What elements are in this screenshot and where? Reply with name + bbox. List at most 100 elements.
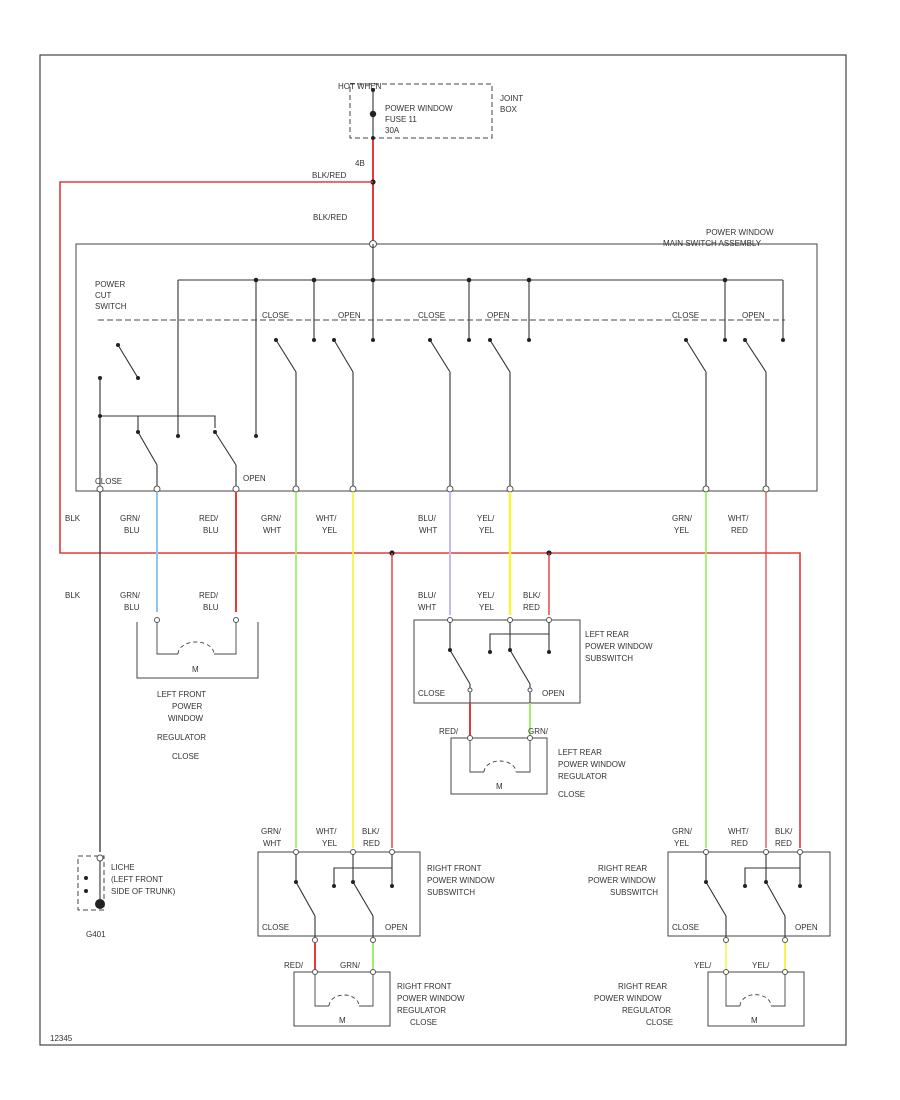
- lf-close-label: CLOSE: [95, 477, 122, 486]
- rf-sub-label-3: SUBSWITCH: [427, 888, 475, 897]
- rf-sub-wire-1a: GRN/: [261, 827, 282, 836]
- power-cut-label-3: SWITCH: [95, 302, 127, 311]
- rr-reg-motor: M: [751, 1016, 758, 1025]
- rr-sub-wire-2b: RED: [731, 839, 748, 848]
- lr-motor-symbol: [483, 760, 517, 773]
- wire-label-grn-blu-2: BLU: [124, 526, 140, 535]
- lf-wire-label-2a: RED/: [199, 591, 219, 600]
- rf-sub-label-2: POWER WINDOW: [427, 876, 495, 885]
- wire-label-grn-yel-2: YEL: [674, 526, 690, 535]
- rf-sub-wire-2b: YEL: [322, 839, 338, 848]
- ground-id: G401: [86, 930, 106, 939]
- lr-sub-wire-2a: YEL/: [477, 591, 495, 600]
- lr-sub-wire-1b: WHT: [418, 603, 436, 612]
- rr-reg-label-2: POWER WINDOW: [594, 994, 662, 1003]
- left-rear-regulator: RED/ GRN/ M LEFT REAR POWER WINDOW REGUL…: [439, 727, 626, 799]
- rr-reg-wire-1: YEL/: [694, 961, 712, 970]
- rr-sub-label-1: RIGHT REAR: [598, 864, 647, 873]
- rf-sub-wire-1b: WHT: [263, 839, 281, 848]
- rf-sub-open: OPEN: [385, 923, 408, 932]
- rf-reg-label-1: RIGHT FRONT: [397, 982, 452, 991]
- wire-label-red-blu-2: BLU: [203, 526, 219, 535]
- main-switch-title-1: POWER WINDOW: [706, 228, 774, 237]
- fuse-hot-label: HOT WHEN: [338, 82, 382, 91]
- joint-box-label-1: JOINT: [500, 94, 523, 103]
- main-switch-assembly: POWER WINDOW MAIN SWITCH ASSEMBLY POWER …: [75, 228, 818, 493]
- lr-sub-wire-2b: YEL: [479, 603, 495, 612]
- lf-wire-label-1b: BLU: [124, 603, 140, 612]
- wire-label-blk-red-mid: BLK/RED: [313, 213, 347, 222]
- wire-label-wht-red-1: WHT/: [728, 514, 749, 523]
- footer-code: 12345: [50, 1034, 73, 1043]
- rf-reg-wire-2: GRN/: [340, 961, 361, 970]
- lf-open-label: OPEN: [243, 474, 266, 483]
- left-rear-subswitch: BLU/ WHT YEL/ YEL BLK/ RED CLOSE OPEN LE…: [413, 591, 653, 712]
- wire-label-red-blu-1: RED/: [199, 514, 219, 523]
- joint-box: HOT WHEN POWER WINDOW FUSE 11 30A JOINT …: [338, 82, 523, 168]
- lr-reg-label-1: LEFT REAR: [558, 748, 602, 757]
- wire-labels: BLK GRN/ BLU RED/ BLU GRN/ WHT WHT/ YEL …: [65, 514, 749, 600]
- lr-sub-close: CLOSE: [418, 689, 445, 698]
- lf-wire-label-2b: BLU: [203, 603, 219, 612]
- lf-wire-label-1a: GRN/: [120, 591, 141, 600]
- rr-sub-wire-1a: GRN/: [672, 827, 693, 836]
- rf-sub-wire-3a: BLK/: [362, 827, 380, 836]
- rr-sub-wire-3a: BLK/: [775, 827, 793, 836]
- rr-close-label: CLOSE: [672, 311, 699, 320]
- lr-reg-motor: M: [496, 782, 503, 791]
- rr-sub-wire-1b: YEL: [674, 839, 690, 848]
- lr-reg-label-2: POWER WINDOW: [558, 760, 626, 769]
- power-cut-label-2: CUT: [95, 291, 112, 300]
- lr-reg-wire-1: RED/: [439, 727, 459, 736]
- wire-label-blk-red-top: BLK/RED: [312, 171, 346, 180]
- wire-label-wht-yel-2: YEL: [322, 526, 338, 535]
- ground-g401: LICHE (LEFT FRONT SIDE OF TRUNK) G401: [77, 854, 176, 939]
- lr-reg-label-3: REGULATOR: [558, 772, 607, 781]
- wire-label-blu-wht-2: WHT: [419, 526, 437, 535]
- lf-motor-label: M: [192, 665, 199, 674]
- rr-motor-symbol: [739, 994, 772, 1007]
- power-cut-switch: [117, 344, 139, 379]
- wire-label-blk-1: BLK: [65, 514, 81, 523]
- wire-label-wht-yel-1: WHT/: [316, 514, 337, 523]
- wire-label-grn-wht-1: GRN/: [261, 514, 282, 523]
- ground-label-3: SIDE OF TRUNK): [111, 887, 176, 896]
- rr-sub-wire-3b: RED: [775, 839, 792, 848]
- rf-reg-label-2: POWER WINDOW: [397, 994, 465, 1003]
- lf-label-4: REGULATOR: [157, 733, 206, 742]
- lf-motor-symbol: [177, 641, 215, 655]
- wire-label-blu-wht-1: BLU/: [418, 514, 437, 523]
- wire-label-grn-wht-2: WHT: [263, 526, 281, 535]
- fuse-label-3: 30A: [385, 126, 400, 135]
- rf-reg-label-4: CLOSE: [410, 1018, 437, 1027]
- rr-open-label: OPEN: [742, 311, 765, 320]
- lr-sub-open: OPEN: [542, 689, 565, 698]
- rf-motor-symbol: [328, 994, 360, 1007]
- rf-open-label: OPEN: [338, 311, 361, 320]
- joint-box-label-2: BOX: [500, 105, 518, 114]
- ground-label-1: LICHE: [111, 863, 135, 872]
- rr-reg-wire-2: YEL/: [752, 961, 770, 970]
- lr-sub-label-1: LEFT REAR: [585, 630, 629, 639]
- wire-label-grn-yel-1: GRN/: [672, 514, 693, 523]
- power-bus-wire: [59, 181, 801, 848]
- fuse-symbol: [369, 110, 377, 118]
- lr-close-label: CLOSE: [418, 311, 445, 320]
- rf-close-label: CLOSE: [262, 311, 289, 320]
- lr-sub-label-3: SUBSWITCH: [585, 654, 633, 663]
- fuse-label-2: FUSE 11: [385, 115, 417, 124]
- lf-label-5: CLOSE: [172, 752, 199, 761]
- rr-reg-label-4: CLOSE: [646, 1018, 673, 1027]
- lr-open-label: OPEN: [487, 311, 510, 320]
- ground-label-2: (LEFT FRONT: [111, 875, 163, 884]
- rr-sub-wire-2a: WHT/: [728, 827, 749, 836]
- rf-reg-label-3: REGULATOR: [397, 1006, 446, 1015]
- rf-reg-wire-1: RED/: [284, 961, 304, 970]
- ground-symbol: [95, 899, 105, 909]
- lr-sub-wire-3b: RED: [523, 603, 540, 612]
- rf-reg-motor: M: [339, 1016, 346, 1025]
- lr-sub-wire-3a: BLK/: [523, 591, 541, 600]
- rr-reg-label-3: REGULATOR: [622, 1006, 671, 1015]
- rf-sub-wire-2a: WHT/: [316, 827, 337, 836]
